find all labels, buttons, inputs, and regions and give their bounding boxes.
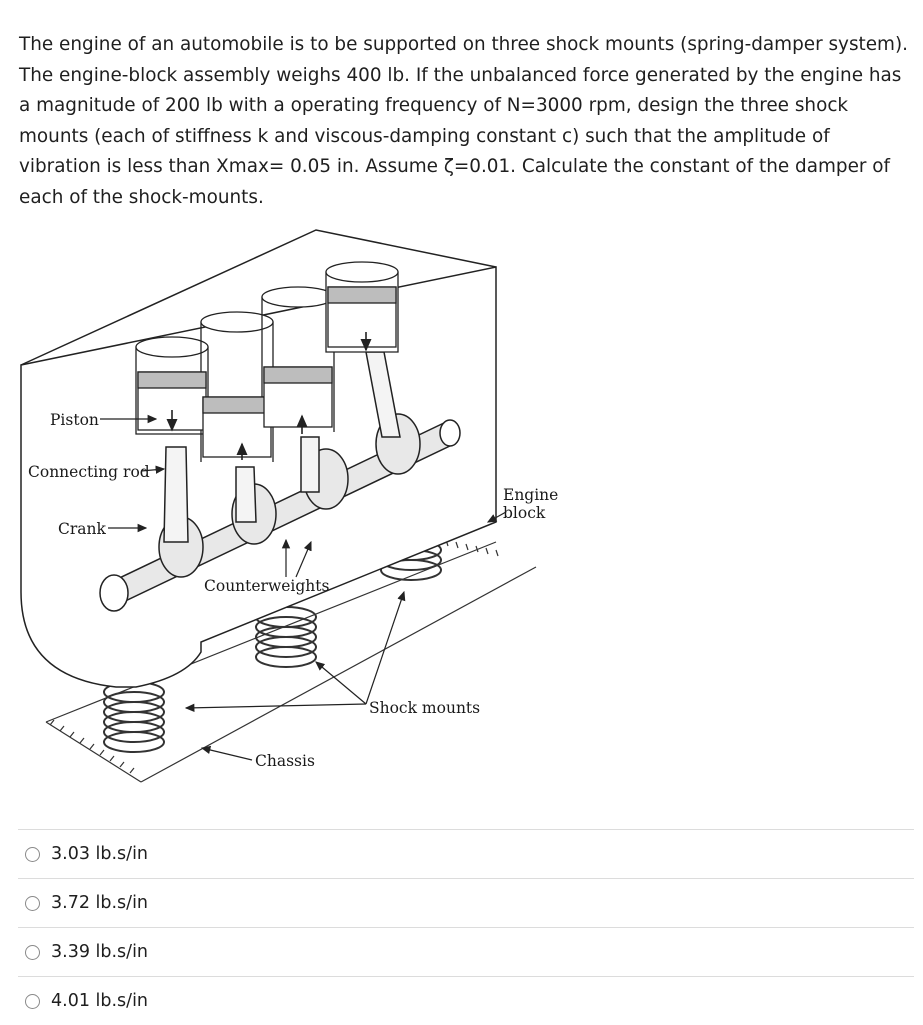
leader-lines bbox=[100, 414, 507, 761]
shock-mount-front-left bbox=[103, 681, 165, 753]
answer-option[interactable]: 3.72 lb.s/in bbox=[18, 878, 914, 927]
piston-label: Piston bbox=[50, 411, 99, 429]
answer-option[interactable]: 3.39 lb.s/in bbox=[18, 927, 914, 976]
connecting-rod-label: Connecting rod bbox=[28, 463, 150, 481]
answer-option[interactable]: 4.01 lb.s/in bbox=[18, 976, 914, 1025]
answer-option-label: 3.72 lb.s/in bbox=[51, 893, 149, 913]
answer-option-label: 4.01 lb.s/in bbox=[51, 991, 149, 1011]
radio-button[interactable] bbox=[25, 895, 40, 911]
answer-option-label: 3.03 lb.s/in bbox=[51, 844, 149, 864]
radio-button[interactable] bbox=[25, 993, 40, 1009]
crank-label: Crank bbox=[58, 520, 106, 538]
connecting-rods bbox=[163, 351, 401, 543]
answer-options: 3.03 lb.s/in 3.72 lb.s/in 3.39 lb.s/in 4… bbox=[18, 829, 914, 1025]
question-text: The engine of an automobile is to be sup… bbox=[19, 34, 908, 208]
answer-option[interactable]: 3.03 lb.s/in bbox=[18, 829, 914, 878]
engine-block-label-line2: block bbox=[503, 504, 546, 522]
engine-shock-mount-figure: Piston Connecting rod Crank Counterweigh… bbox=[16, 222, 576, 802]
engine-block-label-line1: Engine bbox=[503, 486, 558, 504]
shock-mounts-label: Shock mounts bbox=[369, 699, 480, 717]
counterweights-label: Counterweights bbox=[204, 577, 329, 595]
piston-motion-arrows bbox=[166, 332, 372, 460]
answer-option-label: 3.39 lb.s/in bbox=[51, 942, 149, 962]
chassis-label: Chassis bbox=[255, 752, 315, 770]
radio-button[interactable] bbox=[25, 846, 40, 862]
radio-button[interactable] bbox=[25, 944, 40, 960]
